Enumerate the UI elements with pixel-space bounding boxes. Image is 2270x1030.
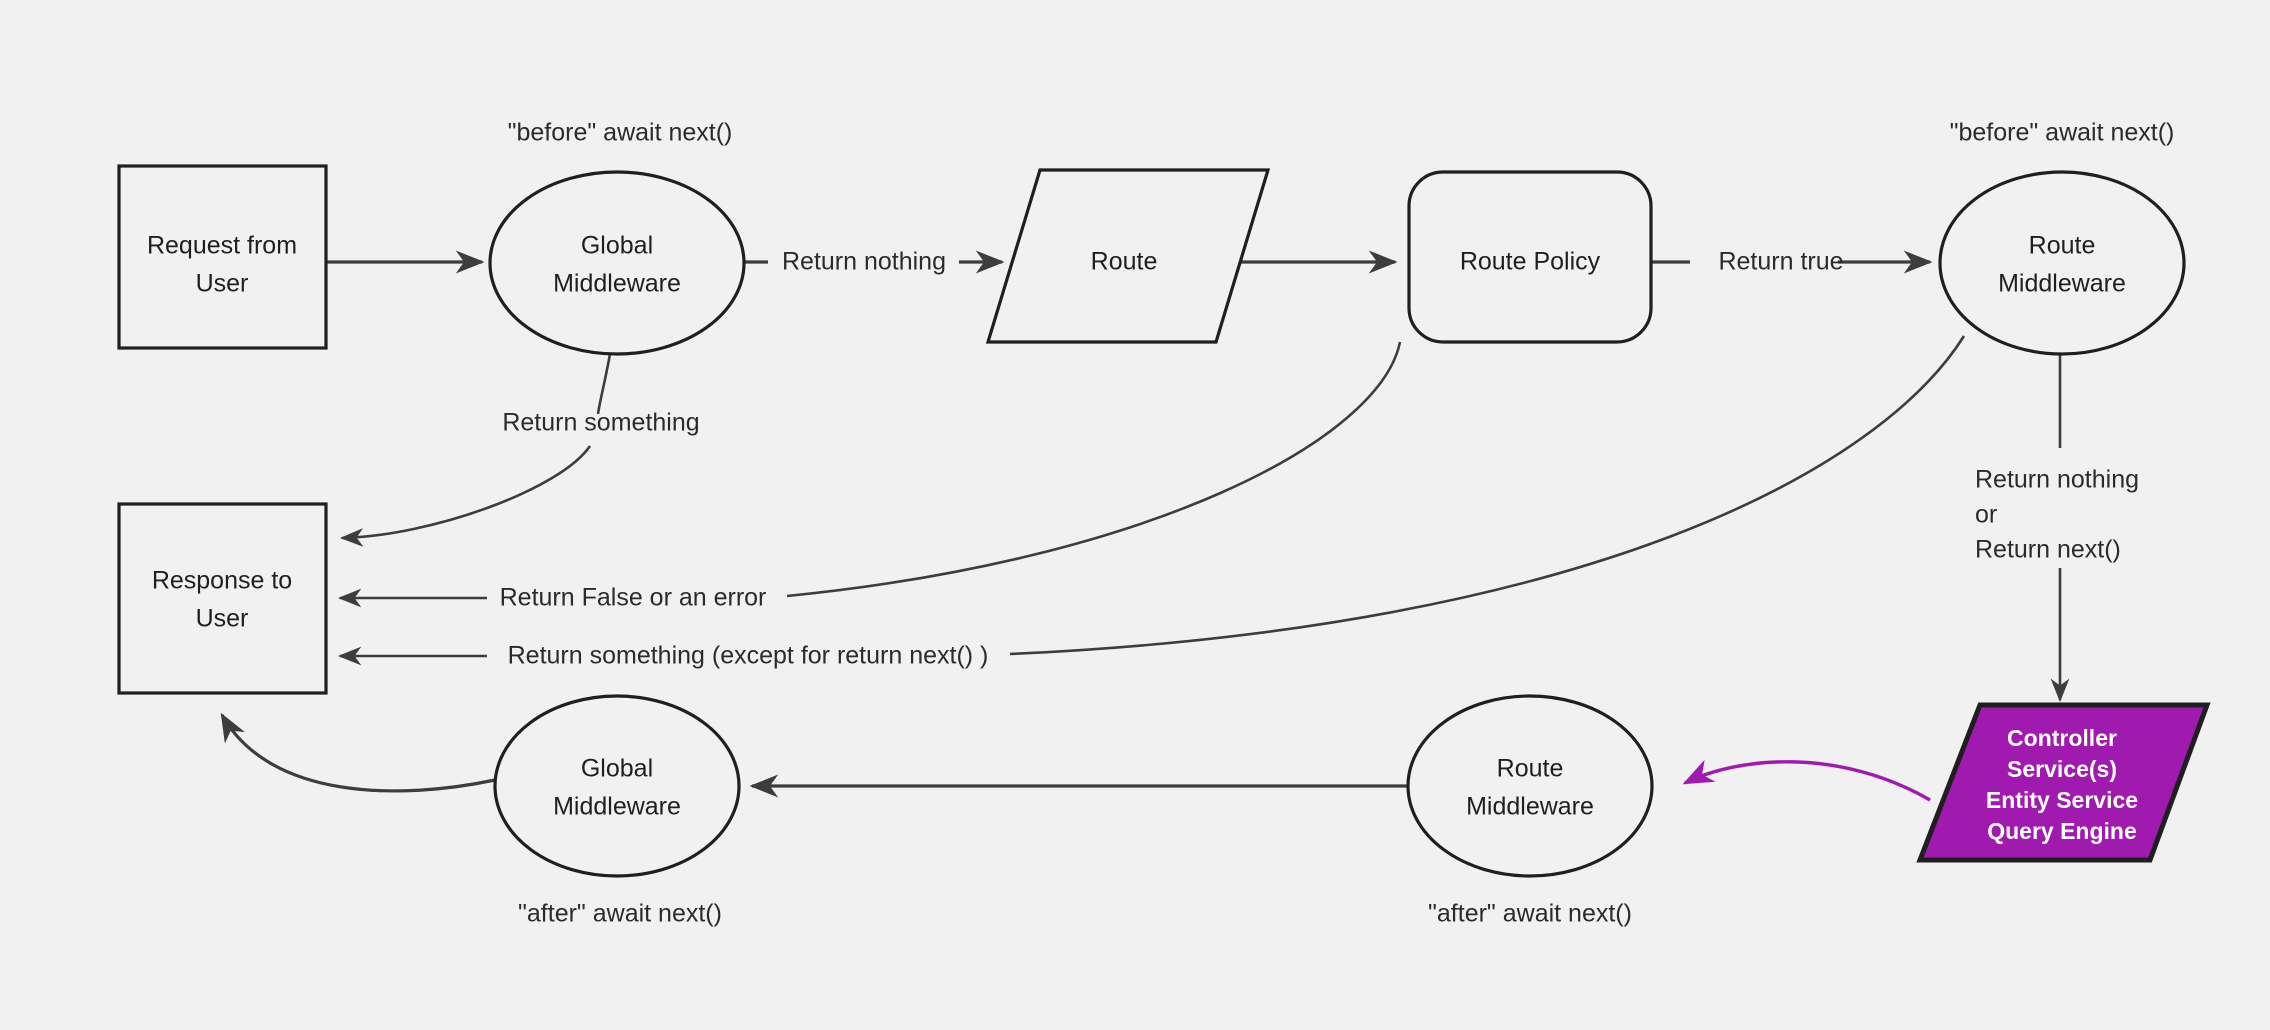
edge-controller-to-route-middleware-after	[1682, 759, 1931, 802]
edge-global-middleware-to-route: Return nothing	[744, 248, 1005, 276]
node-route-policy-label: Route Policy	[1460, 248, 1601, 276]
edge-global-middleware-return-something: Return something	[339, 353, 700, 547]
node-controller-line2: Service(s)	[2007, 756, 2117, 782]
node-global-middleware-before-line2: Middleware	[553, 270, 681, 298]
node-controller-services[interactable]: Controller Service(s) Entity Service Que…	[1916, 702, 2211, 863]
node-global-middleware-before[interactable]: Global Middleware	[488, 170, 746, 356]
node-route-middleware-before-line1: Route	[2029, 232, 2096, 260]
node-controller-line4: Query Engine	[1987, 818, 2137, 844]
node-controller-line3: Entity Service	[1986, 787, 2138, 813]
node-request-from-user[interactable]: Request from User	[117, 164, 328, 350]
edge-route-middleware-return-something-except: Return something (except for return next…	[337, 335, 1966, 670]
node-route-policy[interactable]: Route Policy	[1407, 170, 1653, 344]
node-route-middleware-after[interactable]: Route Middleware	[1406, 694, 1654, 878]
node-route-middleware-after-line1: Route	[1497, 755, 1564, 783]
node-controller-line1: Controller	[2007, 725, 2117, 751]
edge-route-policy-return-false: Return False or an error	[337, 341, 1402, 612]
node-request-from-user-line1: Request from	[147, 232, 297, 260]
node-response-to-user-line2: User	[196, 605, 249, 633]
node-response-to-user-line1: Response to	[152, 567, 292, 595]
annotation-before-await-next-global: "before" await next()	[508, 119, 733, 147]
annotation-after-await-next-global: "after" await next()	[518, 900, 722, 928]
edge-route-policy-to-route-middleware: Return true	[1650, 248, 1933, 276]
edge-label-return-next-line3: Return next()	[1975, 536, 2121, 564]
edge-label-return-true: Return true	[1718, 248, 1843, 276]
node-response-to-user[interactable]: Response to User	[117, 502, 328, 695]
annotation-after-await-next-route: "after" await next()	[1428, 900, 1632, 928]
edge-label-return-nothing-line1: Return nothing	[1975, 466, 2139, 494]
node-global-middleware-after[interactable]: Global Middleware	[493, 694, 741, 878]
node-route-middleware-before-line2: Middleware	[1998, 270, 2126, 298]
edge-global-middleware-after-to-response	[220, 712, 496, 793]
edge-label-return-nothing: Return nothing	[782, 248, 946, 276]
node-global-middleware-after-line2: Middleware	[553, 793, 681, 821]
edge-label-return-something: Return something	[502, 409, 699, 437]
node-route-middleware-after-line2: Middleware	[1466, 793, 1594, 821]
edge-label-or-line2: or	[1975, 501, 1997, 529]
node-global-middleware-before-line1: Global	[581, 232, 653, 260]
node-route[interactable]: Route	[985, 168, 1271, 344]
edge-route-middleware-to-controller: Return nothing or Return next()	[1975, 334, 2139, 703]
edge-label-return-false-or-error: Return False or an error	[500, 584, 767, 612]
node-request-from-user-line2: User	[196, 270, 249, 298]
node-route-middleware-before[interactable]: Route Middleware	[1938, 170, 2186, 356]
annotation-before-await-next-route: "before" await next()	[1950, 119, 2175, 147]
node-global-middleware-after-line1: Global	[581, 755, 653, 783]
node-route-label: Route	[1091, 248, 1158, 276]
edge-label-return-something-except-next: Return something (except for return next…	[508, 642, 989, 670]
